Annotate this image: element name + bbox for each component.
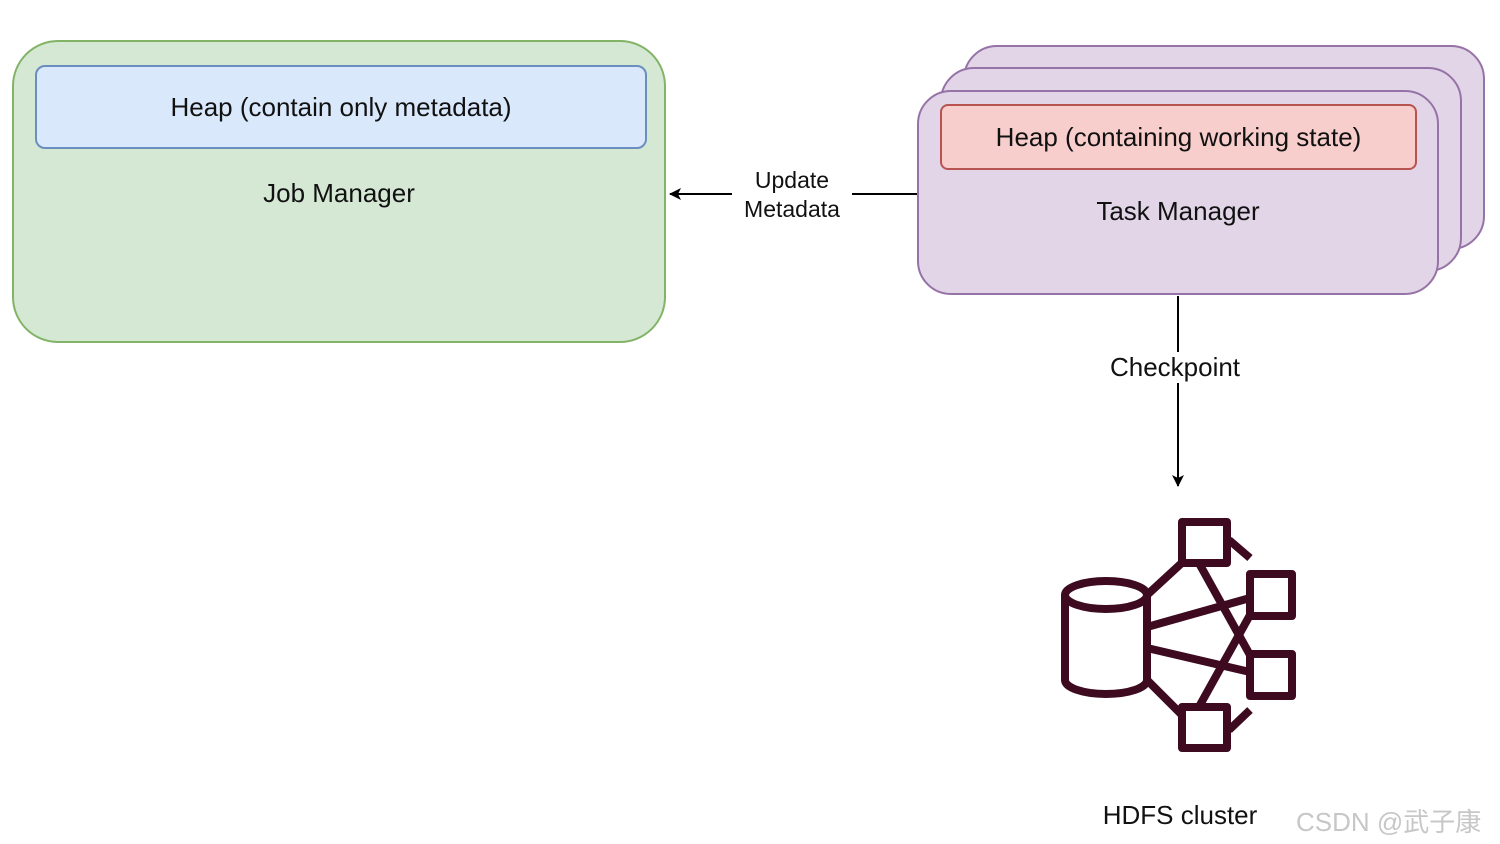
job-manager-heap-label: Heap (contain only metadata) [170, 91, 512, 122]
checkpoint-label: Checkpoint [1100, 352, 1250, 383]
update-metadata-label-line2: Metadata [744, 196, 840, 222]
update-metadata-label: Update Metadata [732, 166, 852, 224]
hdfs-cluster-label: HDFS cluster [1102, 800, 1258, 830]
task-manager-heap-box: Heap (containing working state) [940, 104, 1417, 170]
task-manager-heap-label: Heap (containing working state) [995, 121, 1362, 152]
job-manager-label: Job Manager [263, 178, 415, 208]
update-metadata-label-line1: Update [754, 167, 830, 193]
task-manager-label: Task Manager [1096, 196, 1260, 226]
watermark: CSDN @武子康 [1296, 807, 1482, 837]
job-manager-heap-box: Heap (contain only metadata) [35, 65, 647, 149]
hdfs-cluster-icon [1061, 518, 1296, 752]
